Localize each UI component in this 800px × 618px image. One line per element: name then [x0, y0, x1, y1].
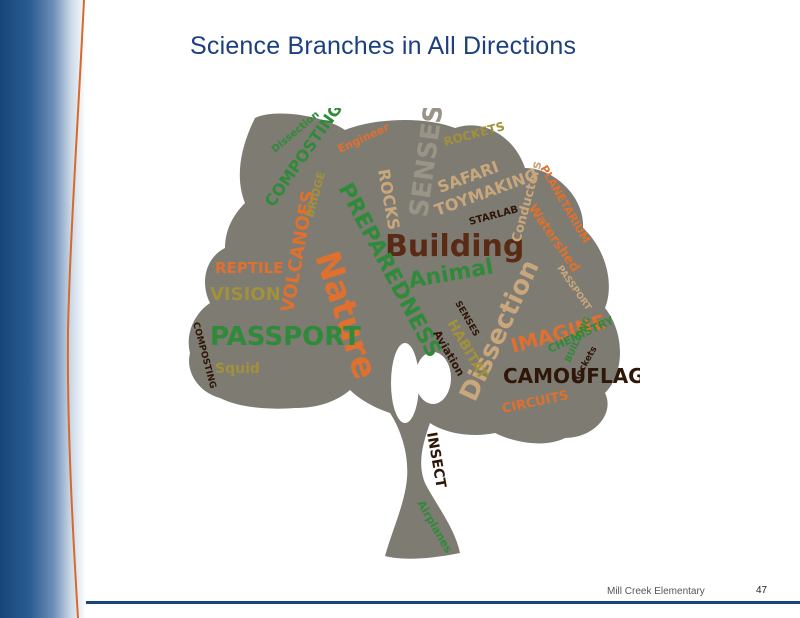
word-reptile: REPTILE [215, 259, 283, 277]
footer-rule [86, 601, 800, 604]
word-cloud-tree: Building Nature PREPAREDNESS PASSPORT CA… [185, 108, 640, 568]
slide-title: Science Branches in All Directions [190, 32, 577, 60]
tree-svg: Building Nature PREPAREDNESS PASSPORT CA… [188, 108, 640, 559]
footer-school-name: Mill Creek Elementary [607, 586, 705, 597]
word-passport: PASSPORT [210, 322, 361, 352]
page-number: 47 [756, 585, 768, 596]
trunk-hole [391, 343, 419, 423]
trunk-hole [415, 352, 451, 404]
word-insect: INSECT [423, 431, 449, 490]
word-vision: VISION [210, 284, 281, 305]
word-camouflage: CAMOUFLAGE [503, 364, 640, 388]
word-building: Building [385, 229, 524, 264]
left-orange-curve [66, 0, 85, 618]
tree-silhouette [188, 113, 621, 559]
word-squid: Squid [215, 361, 260, 377]
